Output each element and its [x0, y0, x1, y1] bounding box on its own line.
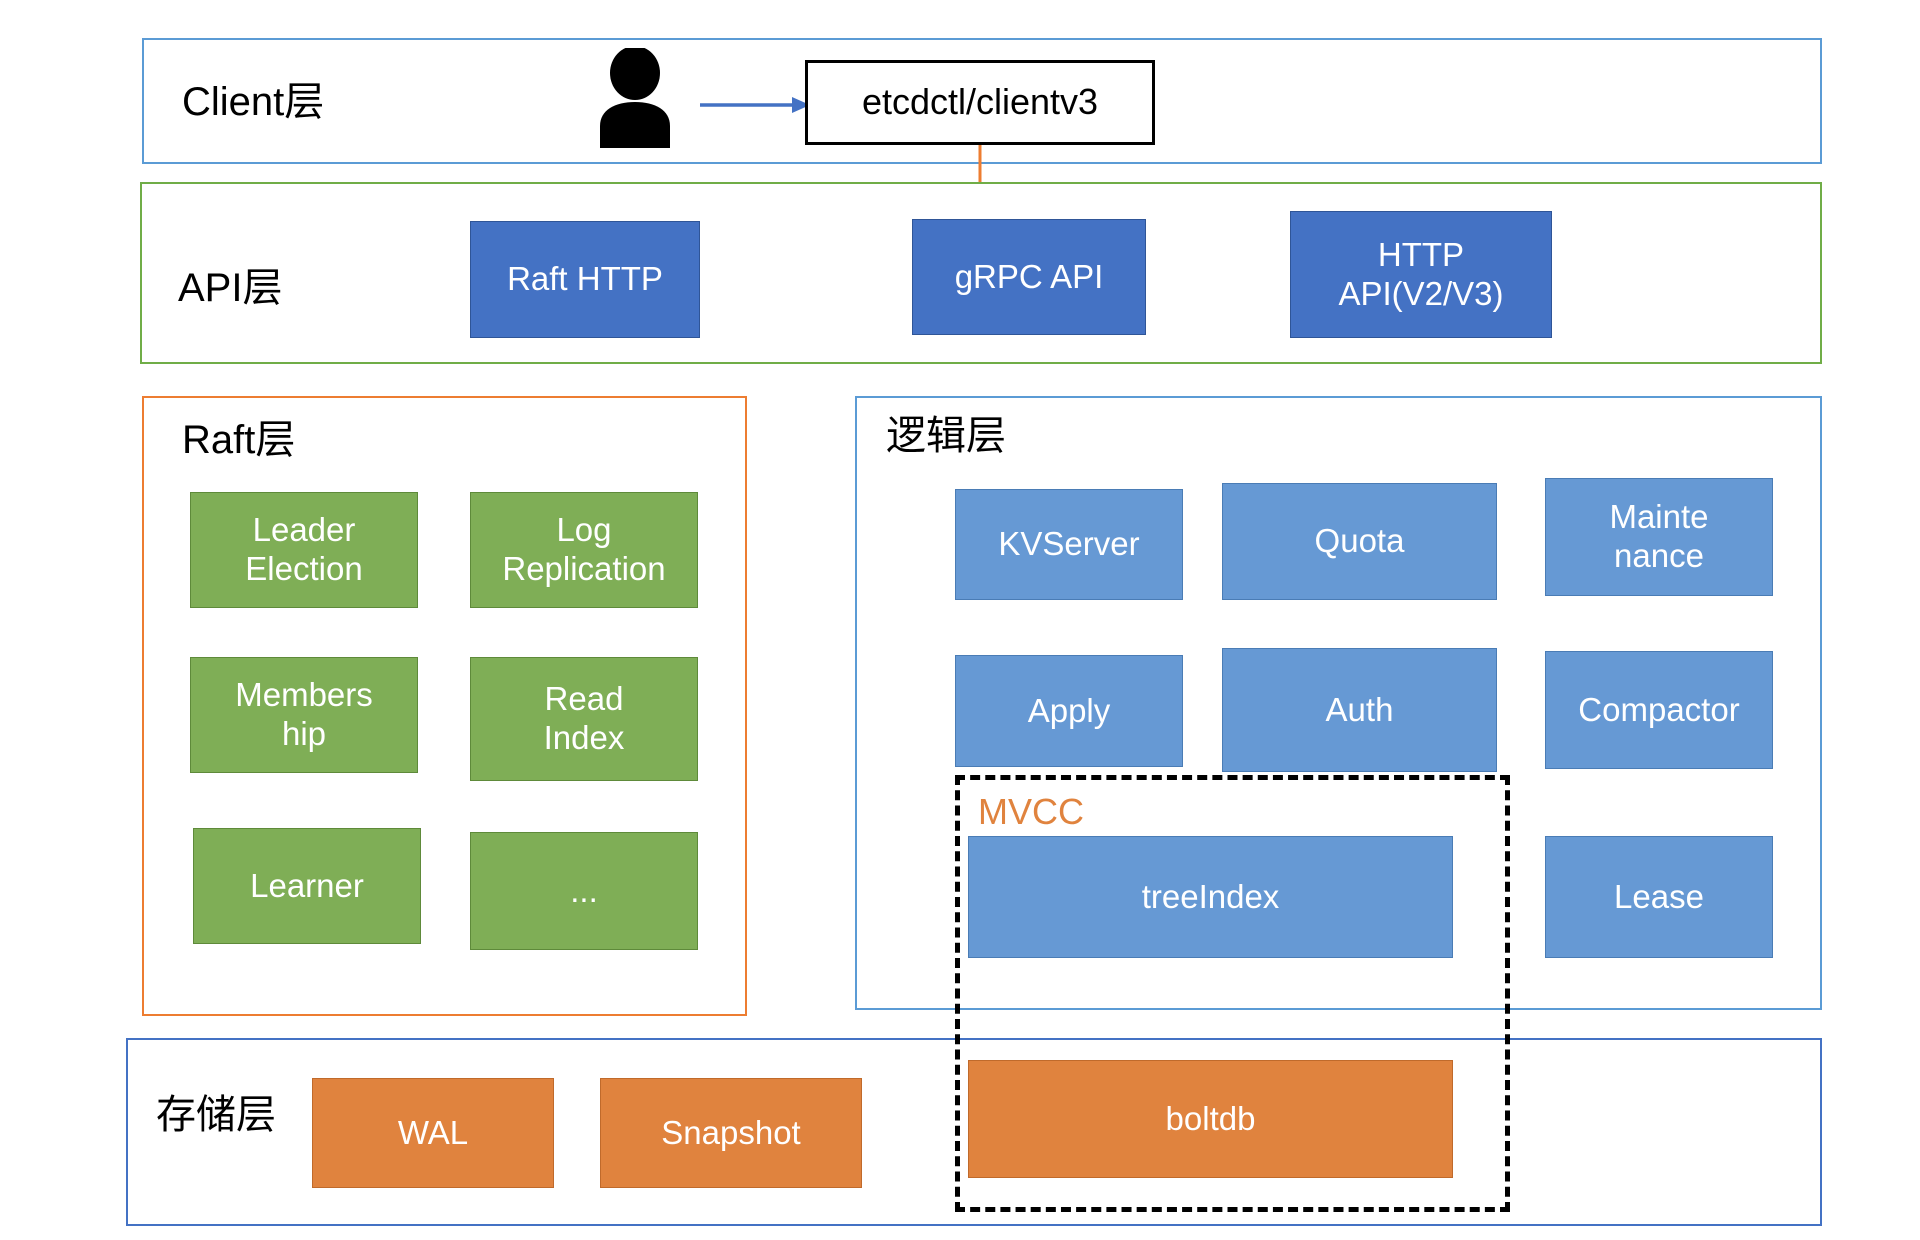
node-auth[interactable]: Auth	[1222, 648, 1497, 772]
node-ellipsis[interactable]: ...	[470, 832, 698, 950]
raft-layer-title: Raft层	[182, 418, 296, 462]
node-treeindex[interactable]: treeIndex	[968, 836, 1453, 958]
api-layer-title: API层	[178, 266, 283, 310]
node-grpc-api[interactable]: gRPC API	[912, 219, 1146, 335]
node-apply[interactable]: Apply	[955, 655, 1183, 767]
node-raft-http[interactable]: Raft HTTP	[470, 221, 700, 338]
node-learner[interactable]: Learner	[193, 828, 421, 944]
node-kvserver[interactable]: KVServer	[955, 489, 1183, 600]
node-lease[interactable]: Lease	[1545, 836, 1773, 958]
node-read-index[interactable]: Read Index	[470, 657, 698, 781]
storage-layer-title: 存储层	[156, 1093, 276, 1137]
node-quota[interactable]: Quota	[1222, 483, 1497, 600]
node-membership[interactable]: Members hip	[190, 657, 418, 773]
person-icon	[590, 46, 680, 148]
node-maintenance[interactable]: Mainte nance	[1545, 478, 1773, 596]
arrow-right-icon	[700, 97, 810, 113]
node-snapshot[interactable]: Snapshot	[600, 1078, 862, 1188]
node-compactor[interactable]: Compactor	[1545, 651, 1773, 769]
node-etcdctl-clientv3[interactable]: etcdctl/clientv3	[805, 60, 1155, 145]
node-log-replication[interactable]: Log Replication	[470, 492, 698, 608]
node-http-api-v2-v3[interactable]: HTTP API(V2/V3)	[1290, 211, 1552, 338]
client-layer-title: Client层	[182, 80, 325, 124]
mvcc-label: MVCC	[978, 791, 1084, 832]
node-boltdb[interactable]: boltdb	[968, 1060, 1453, 1178]
node-leader-election[interactable]: Leader Election	[190, 492, 418, 608]
node-wal[interactable]: WAL	[312, 1078, 554, 1188]
logic-layer-title: 逻辑层	[886, 414, 1006, 458]
